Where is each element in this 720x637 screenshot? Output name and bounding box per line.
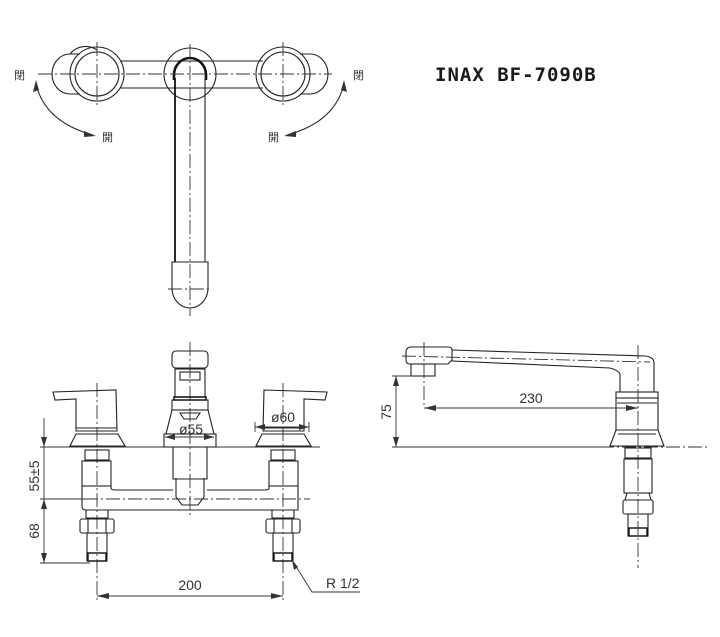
- label-close-right: 閉: [353, 69, 364, 82]
- dim-spout-height: 75: [378, 404, 394, 420]
- dim-spout-base-diameter: ø55: [179, 421, 203, 437]
- body-side: [609, 391, 665, 537]
- right-rotation-arrow: [286, 83, 345, 136]
- model-title: INAX BF-7090B: [435, 64, 597, 86]
- spout-front: [163, 350, 217, 506]
- spout-arm-side: [401, 346, 655, 392]
- left-rotation-arrow: [35, 83, 94, 136]
- front-view: 55±5 68 ø55 ø60 200 R 1/2: [26, 342, 360, 600]
- right-handle-front: [255, 389, 328, 487]
- dim-height-below: 68: [26, 523, 42, 539]
- dim-handle-diameter: ø60: [271, 409, 295, 425]
- left-handle-top: [51, 42, 125, 107]
- body-bar-front: [40, 486, 310, 511]
- right-handle-top: [255, 42, 329, 107]
- right-fitting-front: [265, 510, 301, 562]
- label-open-left: 開: [102, 131, 113, 144]
- dim-height-above-deck: 55±5: [26, 460, 42, 491]
- dim-spout-reach: 230: [519, 390, 543, 406]
- spout-arm-top: [168, 78, 212, 309]
- label-close-left: 閉: [14, 69, 25, 82]
- left-handle-front: [52, 389, 126, 487]
- spout-base-top: [163, 44, 217, 316]
- dim-thread: R 1/2: [326, 575, 360, 591]
- side-view: 75 230: [378, 342, 710, 568]
- left-fitting-front: [79, 510, 115, 562]
- dim-center-distance: 200: [178, 577, 202, 593]
- top-view: 閉 開 閉 開: [14, 42, 364, 316]
- label-open-right: 開: [268, 131, 279, 144]
